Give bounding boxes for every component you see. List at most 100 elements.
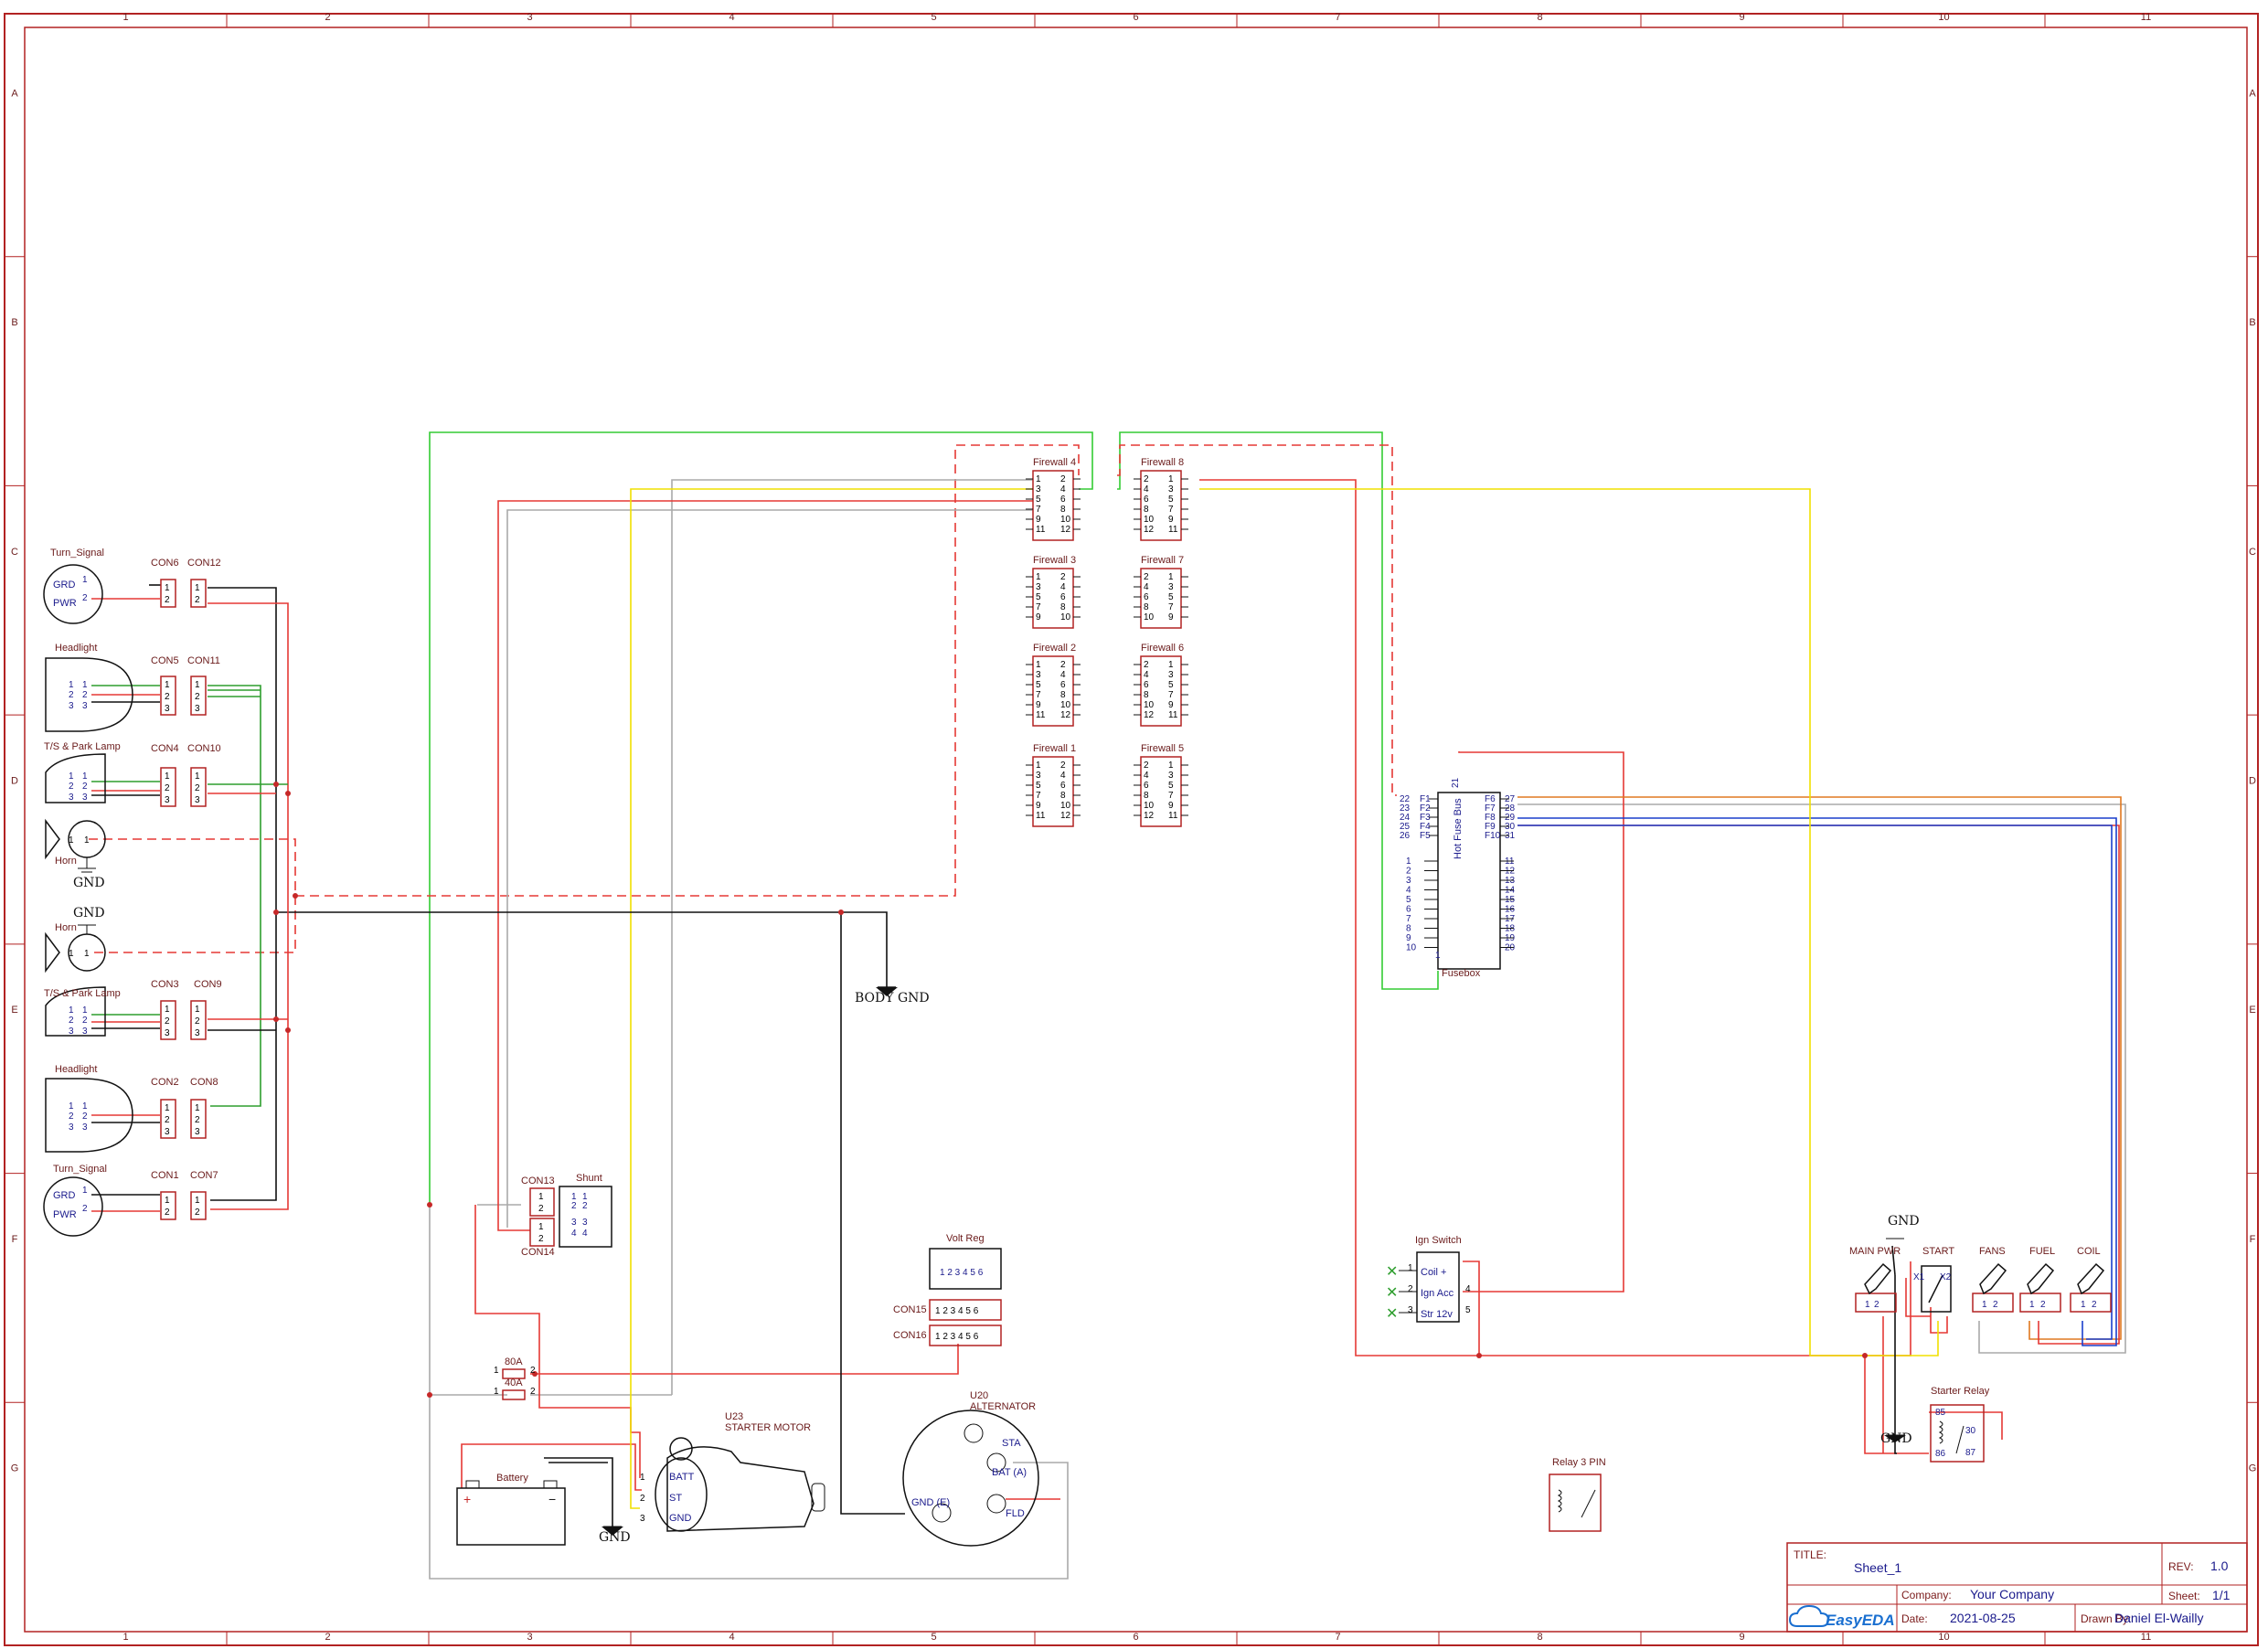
svg-text:F8: F8 — [1485, 813, 1496, 823]
starter-motor[interactable]: U23 STARTER MOTOR BATT ST GND 123 — [640, 1411, 825, 1532]
svg-text:2: 2 — [82, 1112, 88, 1122]
svg-text:6: 6 — [1060, 680, 1066, 690]
svg-text:87: 87 — [1965, 1448, 1976, 1458]
svg-text:3: 3 — [195, 704, 200, 714]
battery[interactable]: Battery +− GND — [456, 1473, 631, 1546]
alternator[interactable]: U20 ALTERNATOR STA BAT (A) GND (E) FLD — [902, 1390, 1039, 1547]
svg-text:7: 7 — [1168, 791, 1174, 801]
zone-col-bottom-4: 4 — [729, 1632, 734, 1643]
svg-text:8: 8 — [1060, 602, 1066, 612]
svg-text:BATT: BATT — [669, 1472, 695, 1483]
svg-text:Relay 3 PIN: Relay 3 PIN — [1552, 1457, 1606, 1468]
svg-text:Firewall 7: Firewall 7 — [1141, 555, 1184, 566]
svg-text:1: 1 — [1982, 1300, 1987, 1310]
ts-park-lamp-bottom[interactable]: T/S & Park Lamp 123 123 — [44, 986, 121, 1037]
svg-text:F1: F1 — [1420, 794, 1431, 804]
svg-text:CON14: CON14 — [521, 1247, 555, 1258]
svg-text:1: 1 — [195, 680, 200, 690]
svg-text:7: 7 — [1406, 914, 1411, 924]
svg-text:3: 3 — [1168, 670, 1174, 680]
turn-signal-bottom[interactable]: Turn_Signal GRD PWR 12 — [43, 1164, 107, 1237]
svg-text:CON1: CON1 — [151, 1170, 179, 1181]
svg-text:9: 9 — [1168, 700, 1174, 710]
svg-text:4: 4 — [1144, 484, 1149, 495]
svg-text:Turn_Signal: Turn_Signal — [50, 548, 104, 559]
svg-text:9: 9 — [1168, 612, 1174, 622]
headlight-top[interactable]: Headlight 123 123 — [45, 643, 133, 732]
svg-text:1: 1 — [1036, 572, 1041, 582]
svg-text:CON16: CON16 — [893, 1330, 927, 1341]
turn-signal-top[interactable]: Turn_Signal GRD PWR 12 — [43, 548, 104, 624]
svg-text:2: 2 — [195, 1016, 200, 1027]
svg-text:6: 6 — [1060, 592, 1066, 602]
svg-text:7: 7 — [1036, 690, 1041, 700]
svg-text:27: 27 — [1505, 794, 1516, 804]
body-gnd: BODY GND — [855, 986, 930, 1005]
svg-text:4: 4 — [1406, 886, 1411, 896]
zone-row-left-C: C — [11, 547, 18, 558]
ts-park-lamp-top[interactable]: T/S & Park Lamp 123 123 — [44, 741, 121, 803]
svg-text:2: 2 — [69, 782, 74, 792]
volt-reg[interactable]: Volt Reg 1 2 3 4 5 6 — [929, 1233, 1002, 1290]
svg-text:29: 29 — [1505, 813, 1516, 823]
svg-text:9: 9 — [1406, 933, 1411, 943]
svg-text:T/S & Park Lamp: T/S & Park Lamp — [44, 988, 121, 999]
svg-text:STARTER MOTOR: STARTER MOTOR — [725, 1422, 811, 1433]
svg-text:GND (E): GND (E) — [911, 1497, 950, 1508]
relay-3pin[interactable]: Relay 3 PIN — [1549, 1457, 1606, 1532]
svg-text:2: 2 — [165, 1115, 170, 1125]
svg-text:2: 2 — [1060, 572, 1066, 582]
svg-text:4: 4 — [1060, 582, 1066, 592]
ign-switch[interactable]: Ign Switch Coil + Ign Acc Str 12v 123 45… — [1386, 1235, 1471, 1323]
zone-col-bottom-6: 6 — [1133, 1632, 1138, 1643]
svg-text:3: 3 — [1168, 484, 1174, 495]
svg-text:11: 11 — [1168, 525, 1178, 535]
svg-text:FANS: FANS — [1979, 1246, 2006, 1257]
svg-text:8: 8 — [1144, 791, 1149, 801]
frame-ticks — [5, 14, 2258, 1645]
svg-text:Shunt: Shunt — [576, 1173, 602, 1184]
zone-row-left-E: E — [11, 1005, 17, 1016]
zone-col-bottom-5: 5 — [931, 1632, 936, 1643]
svg-text:1: 1 — [195, 583, 200, 593]
headlight-bottom[interactable]: Headlight 123 123 — [45, 1064, 133, 1153]
svg-text:U23: U23 — [725, 1411, 743, 1422]
svg-text:Headlight: Headlight — [55, 643, 97, 654]
